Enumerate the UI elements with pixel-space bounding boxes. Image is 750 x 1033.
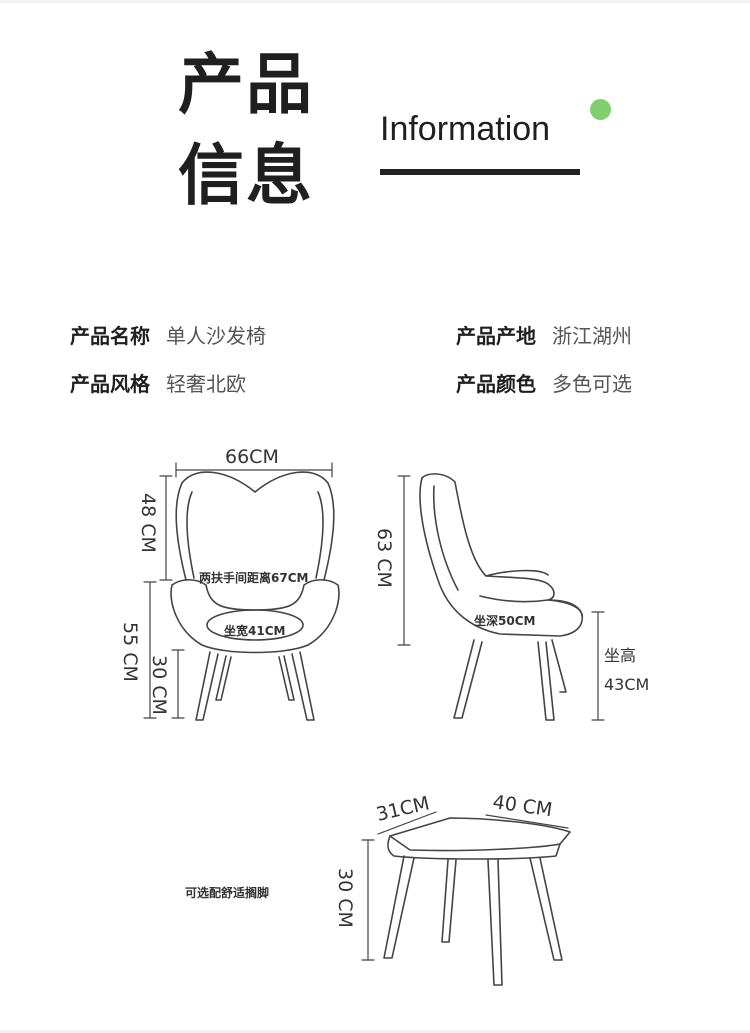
accent-dot: [590, 99, 611, 120]
spec-row-style: 产品风格轻奢北欧: [70, 374, 246, 394]
title-line-1: 产品: [178, 46, 314, 123]
seat-width-label: 坐宽41CM: [224, 623, 285, 638]
spec-row-name: 产品名称单人沙发椅: [70, 326, 266, 346]
ottoman-note: 可选配舒适搁脚: [185, 885, 269, 900]
front-leg-height-label: 30 CM: [148, 655, 170, 715]
spec-value: 浙江湖州: [552, 324, 632, 348]
front-back-height-label: 48 CM: [137, 493, 159, 553]
armrest-distance-label: 两扶手间距离67CM: [199, 570, 308, 585]
spec-value: 单人沙发椅: [166, 324, 266, 348]
title-english: Information: [380, 110, 551, 148]
title-line-2: 信息: [178, 137, 314, 214]
top-band: [0, 0, 750, 3]
side-chair-drawing: [419, 473, 584, 721]
spec-label: 产品颜色: [456, 372, 536, 396]
front-dimension-lines: [143, 462, 333, 719]
spec-label: 产品产地: [456, 324, 536, 348]
seat-depth-label: 坐深50CM: [474, 613, 535, 628]
ottoman-dimension-lines: [361, 811, 569, 961]
front-seat-height-label: 55 CM: [119, 622, 141, 682]
side-height-label: 63 CM: [373, 528, 395, 588]
title-underline: [380, 169, 580, 175]
spec-label: 产品名称: [70, 324, 150, 348]
ottoman-depth-label: 31CM: [374, 792, 431, 826]
spec-label: 产品风格: [70, 372, 150, 396]
spec-value: 轻奢北欧: [166, 372, 246, 396]
spec-row-origin: 产品产地浙江湖州: [456, 326, 632, 346]
ottoman-drawing: [383, 817, 571, 986]
seat-height-title: 坐高: [604, 646, 636, 665]
side-dimension-lines: [397, 475, 605, 721]
front-chair-drawing: [170, 471, 340, 721]
ottoman-height-label: 30 CM: [334, 868, 356, 928]
bottom-band: [0, 1030, 750, 1033]
spec-row-color: 产品颜色多色可选: [456, 374, 632, 394]
seat-height-value: 43CM: [604, 675, 649, 694]
front-width-label: 66CM: [225, 446, 279, 468]
spec-value: 多色可选: [552, 372, 632, 396]
